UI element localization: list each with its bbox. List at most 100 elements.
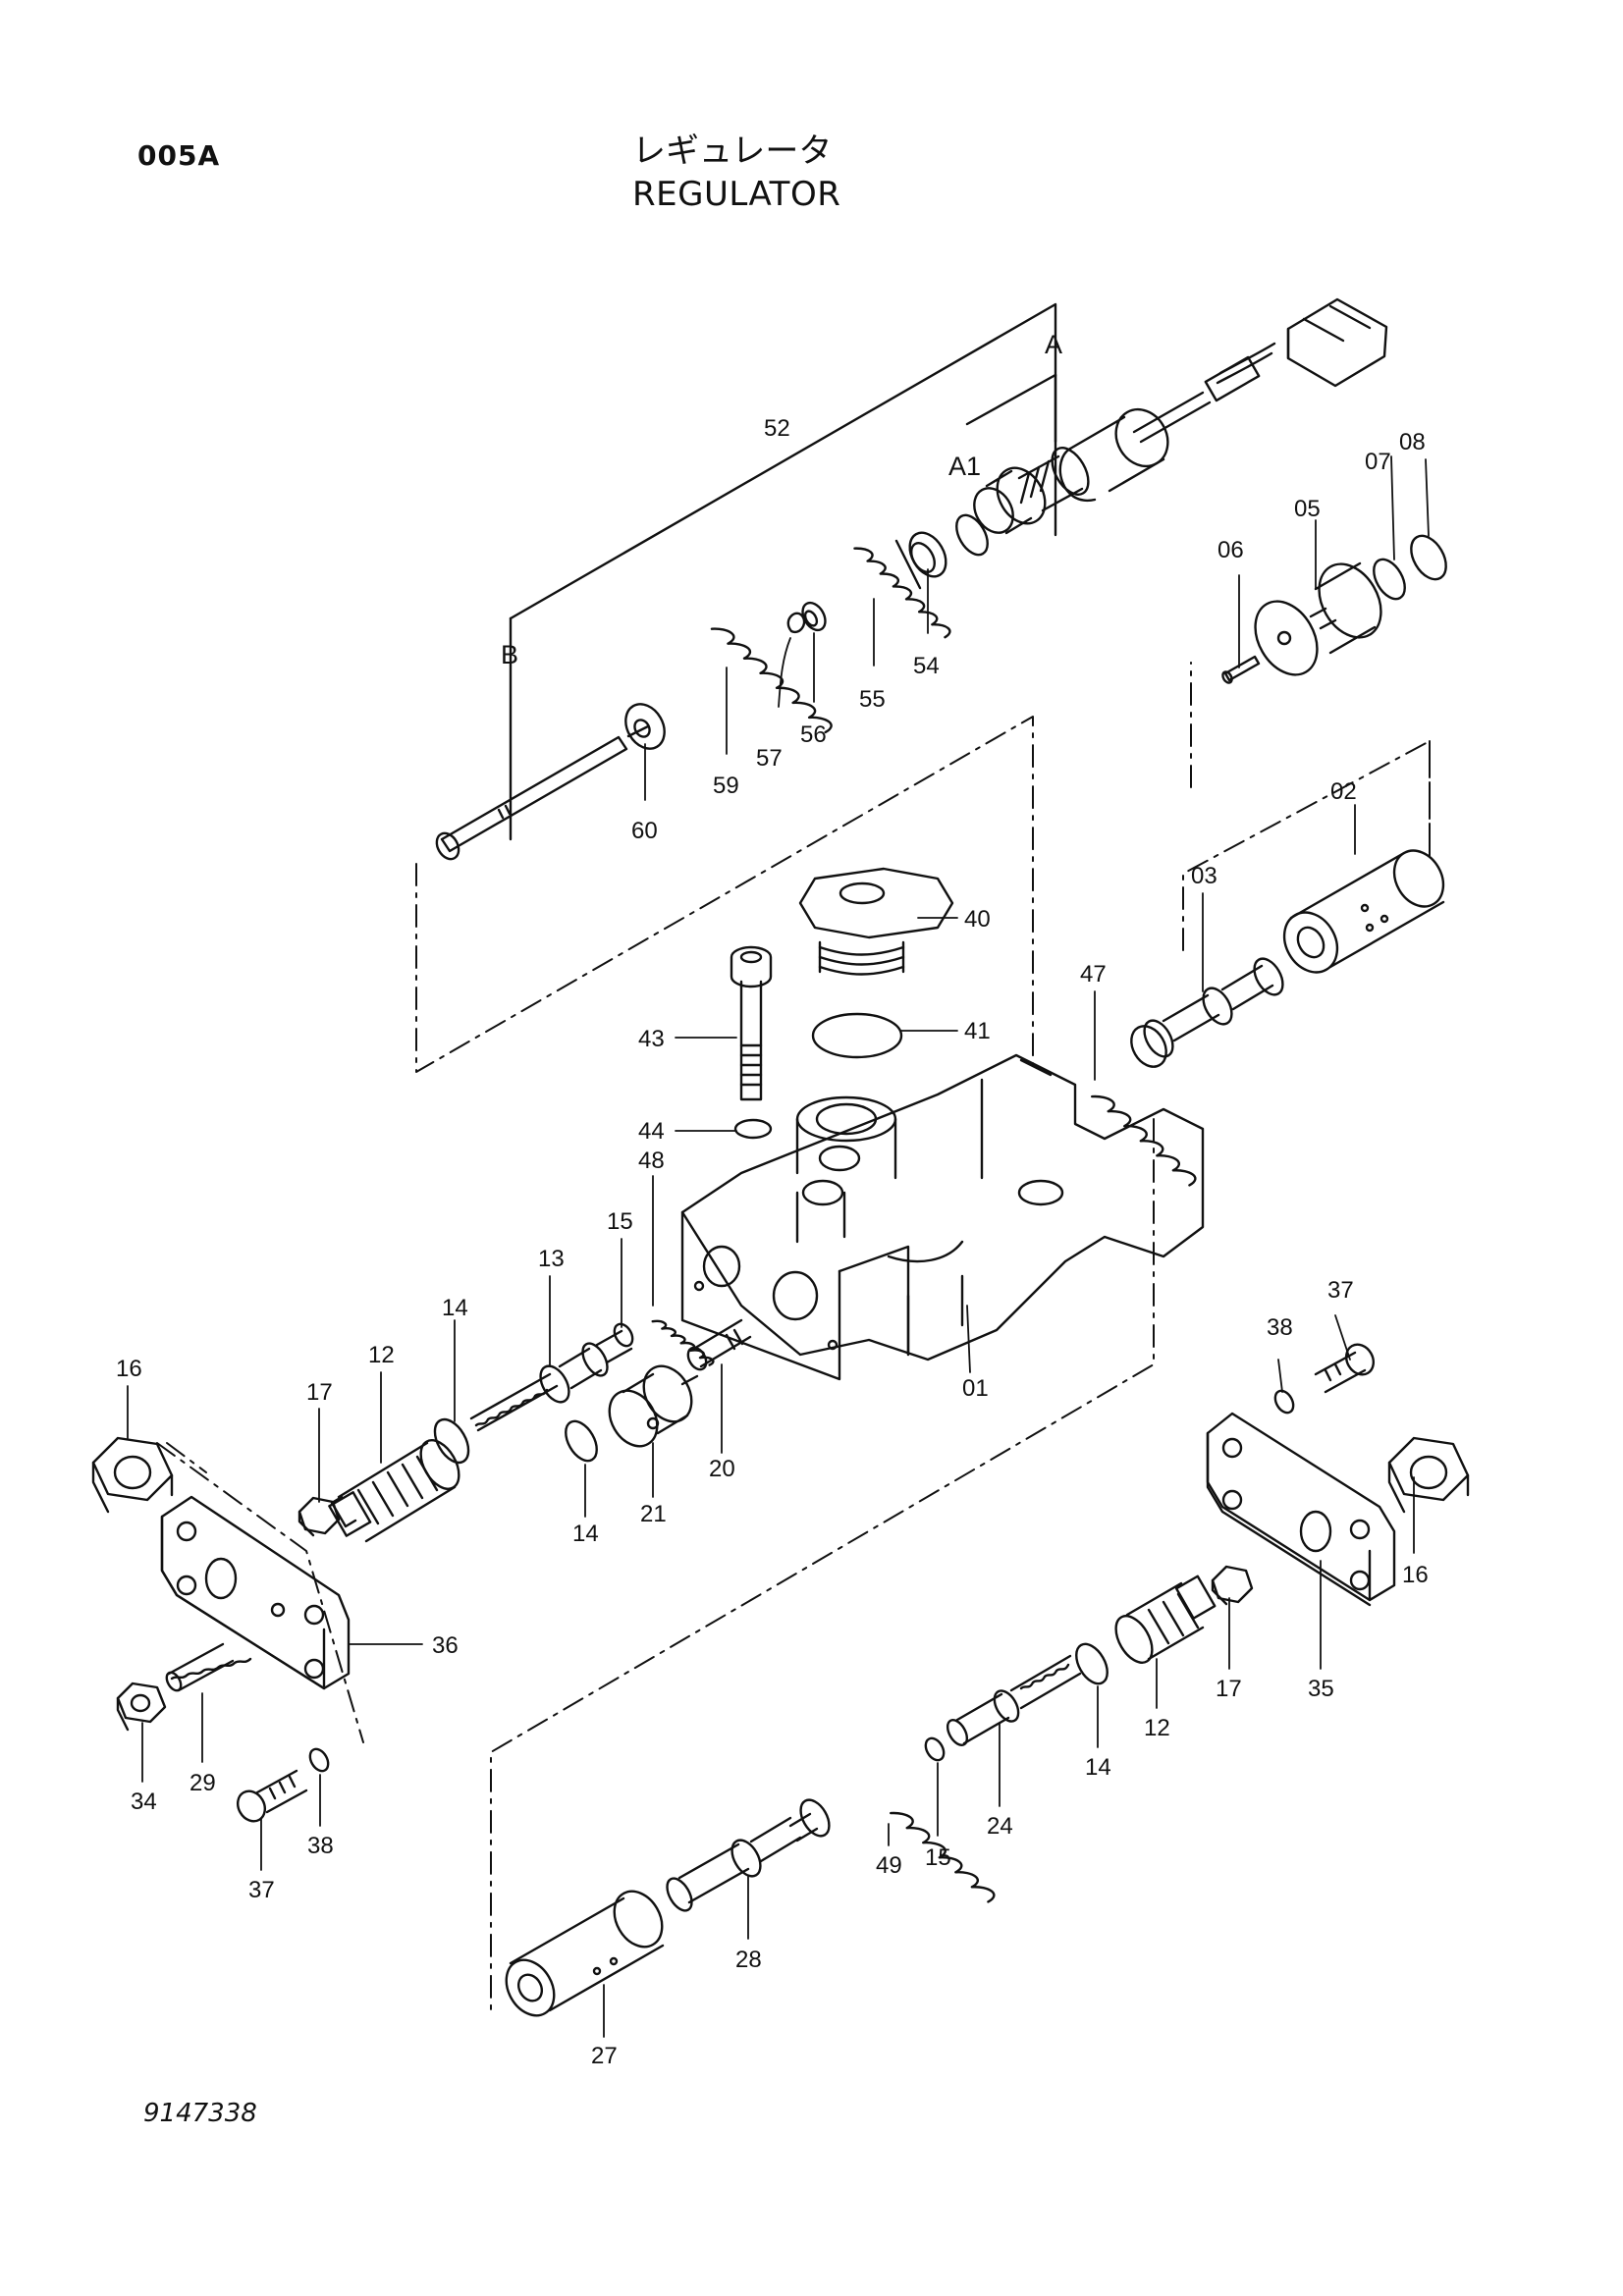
adjust-screw-29: [165, 1642, 252, 1692]
valve-body-01: [680, 1053, 1205, 1381]
callout-17b: 17: [1216, 1676, 1242, 1702]
callout-55: 55: [859, 686, 886, 713]
sleeve-02: [1282, 849, 1445, 974]
callout-35: 35: [1308, 1676, 1334, 1702]
nut-16b: [1387, 1436, 1470, 1514]
o-ring-14b: [565, 1419, 598, 1463]
callout-56: 56: [800, 721, 827, 748]
o-ring-15a: [613, 1322, 634, 1348]
o-ring-a1: [955, 513, 989, 557]
spool-20: [686, 1318, 752, 1371]
solenoid-connector: [1132, 297, 1388, 444]
drawing-number: 9147338: [143, 2099, 257, 2128]
callout-02: 02: [1330, 778, 1357, 805]
spring-48: [651, 1319, 715, 1366]
washer-44: [733, 1118, 773, 1140]
plug-40: [798, 867, 954, 976]
callout-08: 08: [1399, 429, 1426, 455]
o-ring-15b: [924, 1736, 946, 1762]
callout-17a: 17: [306, 1379, 333, 1406]
callout-49: 49: [876, 1852, 902, 1879]
plug-12b: [1114, 1575, 1217, 1664]
plug-12a: [328, 1439, 460, 1543]
callout-16a: 16: [116, 1356, 142, 1382]
callout-07: 07: [1365, 449, 1391, 475]
title-english: REGULATOR: [632, 175, 841, 214]
callout-52: 52: [764, 415, 790, 442]
frame-upper: [415, 662, 1431, 1073]
callout-13: 13: [538, 1246, 565, 1272]
callout-24: 24: [987, 1813, 1013, 1840]
plate-36: [160, 1495, 351, 1690]
spool-03: [1130, 957, 1284, 1068]
callout-34: 34: [131, 1789, 157, 1815]
leader-lines: [127, 455, 1430, 2038]
spring-stack-54-60: [624, 531, 951, 750]
washer-38b: [1273, 1389, 1295, 1415]
nut-17a: [298, 1496, 341, 1537]
callout-43: 43: [638, 1026, 665, 1052]
callout-28: 28: [735, 1947, 762, 1973]
callout-41: 41: [964, 1018, 991, 1044]
proportional-solenoid: [973, 407, 1169, 535]
callout-20: 20: [709, 1456, 735, 1482]
callout-16b: 16: [1402, 1562, 1429, 1588]
pin-06: [1221, 655, 1261, 684]
push-rod: [435, 735, 628, 861]
sleeve-27: [505, 1890, 665, 2017]
piston-05: [1254, 561, 1382, 676]
o-ring-07: [1373, 558, 1406, 601]
callout-44: 44: [638, 1118, 665, 1145]
washer-38a: [308, 1747, 330, 1773]
callout-15b: 15: [925, 1844, 951, 1871]
spool-28: [666, 1798, 831, 1912]
o-ring-14a: [433, 1417, 470, 1465]
callout-06: 06: [1217, 537, 1244, 563]
callout-37a: 37: [1327, 1277, 1354, 1304]
bolt-43: [730, 945, 773, 1101]
callout-59: 59: [713, 773, 739, 799]
callout-15a: 15: [607, 1208, 633, 1235]
title-japanese: レギュレータ: [632, 132, 833, 171]
callout-54: 54: [913, 653, 940, 679]
plate-35: [1206, 1412, 1396, 1607]
callout-labels: 52 A A1 B 08 07 05 06 54 55 56 57 59 60 …: [116, 330, 1429, 2069]
callout-38b: 38: [307, 1833, 334, 1859]
callout-05: 05: [1294, 496, 1321, 522]
callout-14a: 14: [442, 1295, 468, 1321]
spool-24: [946, 1654, 1082, 1746]
bracket-52-group: [509, 302, 1057, 841]
backup-ring-08: [1410, 534, 1447, 581]
callout-60: 60: [631, 818, 658, 844]
callout-27: 27: [591, 2043, 618, 2069]
callout-48: 48: [638, 1148, 665, 1174]
callout-21: 21: [640, 1501, 667, 1527]
callout-29: 29: [189, 1770, 216, 1796]
spring-49: [889, 1811, 996, 1903]
bolt-37a: [236, 1769, 308, 1823]
bolt-37b: [1314, 1343, 1376, 1394]
callout-37b: 37: [248, 1877, 275, 1903]
callout-03: 03: [1191, 863, 1217, 889]
nut-34: [116, 1682, 167, 1732]
callout-01: 01: [962, 1375, 989, 1402]
o-ring-41: [811, 1012, 903, 1059]
callout-47: 47: [1080, 961, 1107, 988]
spool-13: [469, 1329, 633, 1432]
piston-21: [608, 1364, 699, 1448]
callout-40: 40: [964, 906, 991, 933]
page-code: 005A: [137, 139, 221, 172]
spring-47: [1090, 1095, 1197, 1187]
nut-16a: [91, 1436, 174, 1514]
callout-b: B: [501, 640, 518, 669]
callout-57: 57: [756, 745, 783, 772]
nut-17b: [1211, 1565, 1254, 1606]
o-ring-14c: [1075, 1642, 1109, 1685]
callout-a: A: [1045, 330, 1062, 359]
callout-12b: 12: [1144, 1715, 1170, 1741]
callout-a1: A1: [948, 452, 981, 481]
callout-38a: 38: [1267, 1314, 1293, 1341]
callout-12a: 12: [368, 1342, 395, 1368]
